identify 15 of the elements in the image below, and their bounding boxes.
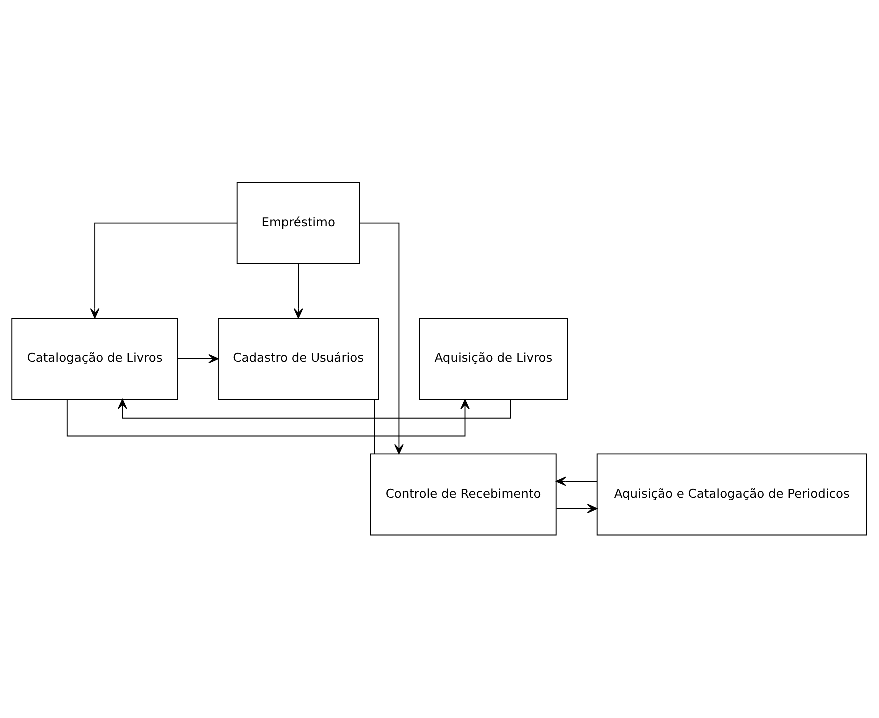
node-box: Aquisição e Catalogação de Periodicos [596, 454, 868, 536]
arrow [178, 354, 219, 364]
node-box: Catalogação de Livros [12, 318, 178, 400]
node-box: Cadastro de Usuários [218, 318, 380, 400]
arrow [556, 476, 598, 486]
arrow [66, 399, 470, 437]
arrow [556, 504, 598, 514]
arrow [360, 222, 404, 455]
connector [374, 399, 376, 454]
arrow [118, 399, 512, 419]
node-box: Aquisição de Livros [419, 318, 568, 400]
arrow [90, 222, 238, 319]
node-box: Empréstimo [236, 182, 360, 264]
node-box: Controle de Recebimento [370, 454, 557, 536]
arrow [294, 264, 304, 319]
